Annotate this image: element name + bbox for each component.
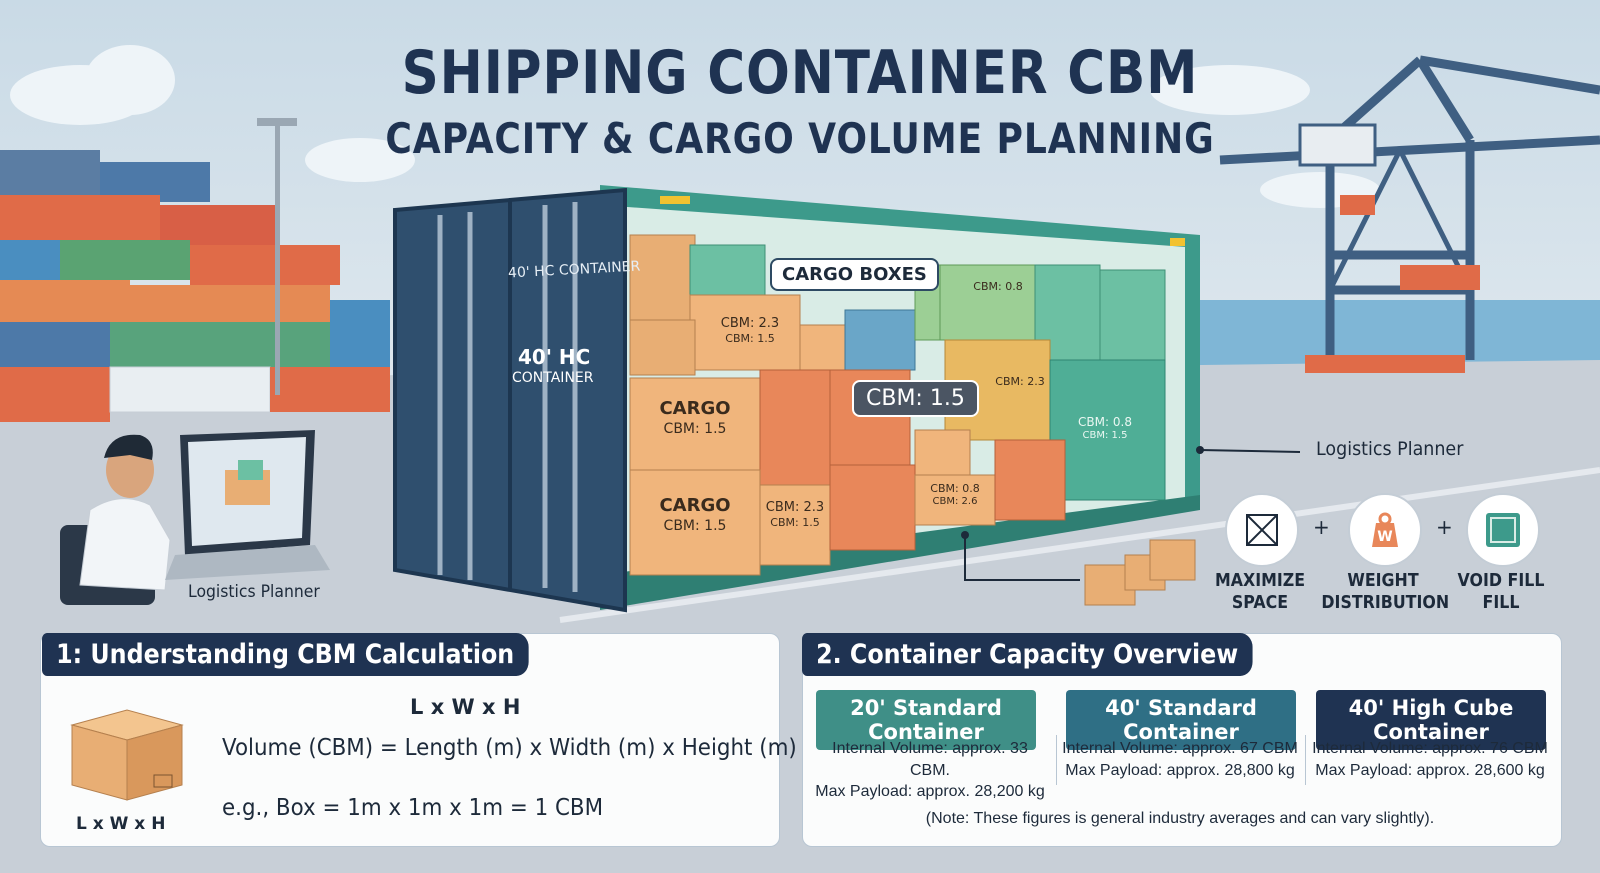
maximize-space-icon (1225, 493, 1299, 567)
divider (1305, 735, 1306, 785)
container-40hc-title: 40' High Cube Container (1316, 690, 1546, 750)
container-20ft-title: 20' Standard Container (816, 690, 1036, 750)
svg-text:W: W (1377, 529, 1392, 545)
section2-heading: 2. Container Capacity Overview (802, 633, 1253, 676)
box-label: CBM: 2.3 (995, 375, 1045, 388)
logistics-planner-label-right: Logistics Planner (1316, 438, 1464, 460)
cbm-callout: CBM: 1.5 (852, 380, 979, 417)
formula-title: L x W x H (410, 695, 521, 719)
divider (1056, 735, 1057, 785)
container-40ft-title: 40' Standard Container (1066, 690, 1296, 750)
logistics-planner-figure (60, 430, 330, 605)
page-subtitle: CAPACITY & CARGO VOLUME PLANNING (385, 114, 1215, 163)
page-title: SHIPPING CONTAINER CBM (401, 38, 1199, 108)
door-label-large: 40' HC (518, 345, 591, 369)
weight-icon: W (1348, 493, 1422, 567)
plus-sign: + (1436, 515, 1453, 539)
container-20ft-specs: Internal Volume: approx. 33 CBM.Max Payl… (815, 740, 1045, 801)
section1-heading: 1: Understanding CBM Calculation (42, 633, 529, 676)
cbm-formula: Volume (CBM) = Length (m) x Width (m) x … (222, 735, 797, 761)
cargo-boxes-tag: CARGO BOXES (770, 258, 939, 291)
cardboard-box-icon (70, 709, 184, 801)
plus-sign: + (1313, 515, 1330, 539)
box-dimension-caption: L x W x H (76, 814, 166, 834)
door-label-container: CONTAINER (512, 370, 594, 386)
clouds (10, 45, 1380, 208)
logistics-planner-label-left: Logistics Planner (188, 582, 320, 602)
void-fill-icon (1466, 493, 1540, 567)
container-stacks (0, 150, 390, 422)
capacity-note: (Note: These figures is general industry… (925, 810, 1435, 827)
cbm-example: e.g., Box = 1m x 1m x 1m = 1 CBM (222, 795, 604, 821)
box-label: CBM: 0.8 (973, 280, 1023, 293)
